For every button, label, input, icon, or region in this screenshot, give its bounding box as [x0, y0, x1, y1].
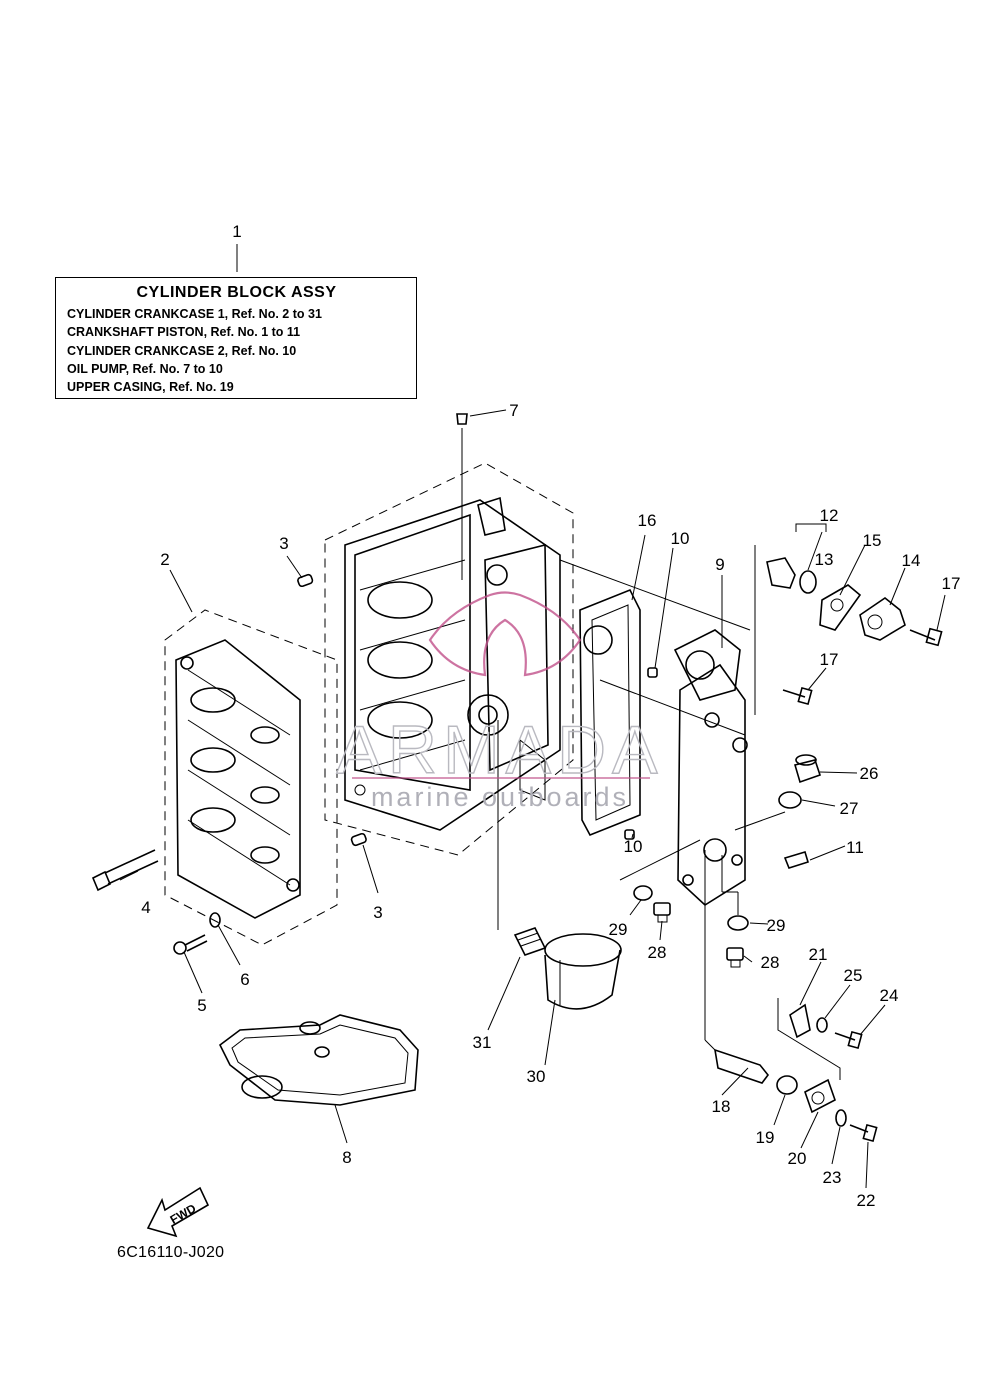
oil-pump-cover-part	[673, 629, 748, 907]
callout-label: 11	[846, 838, 864, 857]
callout-label: 30	[527, 1067, 546, 1086]
sensor-18-part	[713, 1048, 770, 1084]
callout-label: 21	[809, 945, 828, 964]
callout-label: 28	[648, 943, 667, 962]
plug-12-part	[766, 557, 796, 589]
dowel-pin-3-lower	[350, 832, 367, 847]
bracket-12-13	[795, 523, 827, 532]
watermark-tagline: marine outboards	[371, 782, 629, 812]
callout-label: 13	[815, 550, 834, 569]
crankcase-part	[175, 639, 301, 919]
bolt-17-upper-part	[909, 627, 943, 647]
crankcase-group-outline	[164, 609, 338, 946]
callout-label: 14	[902, 551, 921, 570]
fitting-11-part	[783, 851, 809, 869]
oil-filter-30-part	[544, 933, 622, 1010]
plug-26-part	[793, 754, 822, 784]
callout-label: 19	[756, 1128, 775, 1147]
callout-label: 7	[509, 401, 518, 420]
callout-label: 1	[232, 222, 241, 241]
gasket-8-part	[218, 1014, 419, 1106]
plug-28-right-part	[726, 947, 744, 968]
cylinder-block-group-outline	[324, 462, 574, 856]
thermostat-cover-14-part	[859, 597, 906, 641]
callout-label: 3	[279, 534, 288, 553]
bolt-17-lower-part	[782, 686, 813, 706]
bolt-24-part	[834, 1030, 863, 1050]
assembly-title: CYLINDER BLOCK ASSY	[136, 284, 337, 301]
callout-label: 29	[609, 920, 628, 939]
gasket-15-part	[819, 584, 862, 631]
leader-lines	[119, 244, 946, 1189]
callout-label: 6	[240, 970, 249, 989]
callout-label: 18	[712, 1097, 731, 1116]
callout-labels: 1 2 3 3 4 5 6 7 8 9 10 10 11 12 13 14 15…	[141, 222, 960, 1210]
washer-25-part	[816, 1017, 828, 1033]
bolt-5-part	[173, 934, 208, 955]
callout-label: 2	[160, 550, 169, 569]
assembly-line: OIL PUMP, Ref. No. 7 to 10	[67, 361, 223, 376]
callout-label: 16	[638, 511, 657, 530]
callout-label: 5	[197, 996, 206, 1015]
callout-label: 4	[141, 898, 150, 917]
callout-label: 27	[840, 799, 859, 818]
callout-label: 15	[863, 531, 882, 550]
callout-label: 17	[942, 574, 961, 593]
cylinder-block-part	[344, 496, 561, 831]
grommet-19-part	[776, 1075, 798, 1095]
callout-label: 10	[671, 529, 690, 548]
o-ring-29-right-part	[727, 915, 749, 931]
fitting-31-part	[513, 927, 547, 956]
callout-label: 10	[624, 837, 643, 856]
assembly-line: CRANKSHAFT PISTON, Ref. No. 1 to 11	[67, 325, 301, 340]
bracket-21-part	[789, 1003, 811, 1039]
watermark-brand: ARMADA	[337, 712, 664, 788]
callout-label: 8	[342, 1148, 351, 1167]
o-ring-29-left-part	[633, 885, 653, 901]
dowel-pin-3-upper	[297, 573, 314, 588]
callout-label: 17	[820, 650, 839, 669]
callout-label: 31	[473, 1033, 492, 1052]
gasket-16-part	[579, 588, 641, 837]
callout-label: 12	[820, 506, 839, 525]
washer-13-part	[799, 570, 817, 594]
plug-28-left-part	[653, 902, 671, 923]
fwd-arrow-icon: FWD	[146, 1186, 210, 1238]
callout-label: 29	[767, 916, 786, 935]
callout-label: 26	[860, 764, 879, 783]
watermark: ARMADA marine outboards	[336, 591, 664, 812]
bracket-20-21	[777, 998, 841, 1080]
callout-label: 23	[823, 1168, 842, 1187]
bolt-4-part	[91, 849, 159, 892]
dowel-pin-10-upper	[647, 667, 658, 678]
assembly-line: CYLINDER CRANKCASE 1, Ref. No. 2 to 31	[67, 307, 322, 321]
callout-label: 3	[373, 903, 382, 922]
callout-label: 28	[761, 953, 780, 972]
dowel-pin-10-lower	[624, 829, 635, 840]
sensor-20-part	[804, 1078, 836, 1114]
washer-6-part	[209, 912, 221, 928]
callout-label: 22	[857, 1191, 876, 1210]
callout-label: 24	[880, 986, 899, 1005]
callout-label: 25	[844, 966, 863, 985]
callout-label: 9	[715, 555, 724, 574]
assembly-line: CYLINDER CRANKCASE 2, Ref. No. 10	[67, 343, 297, 358]
assembly-line: UPPER CASING, Ref. No. 19	[67, 380, 234, 395]
plug-7-part	[456, 413, 468, 425]
diagram-code: 6C16110-J020	[117, 1244, 225, 1261]
o-ring-27-part	[778, 791, 802, 809]
washer-23-part	[835, 1109, 847, 1127]
callout-label: 20	[788, 1149, 807, 1168]
assembly-legend-box: CYLINDER BLOCK ASSY CYLINDER CRANKCASE 1…	[55, 277, 417, 399]
watermark-logo	[428, 591, 582, 677]
bolt-22-part	[849, 1123, 878, 1143]
